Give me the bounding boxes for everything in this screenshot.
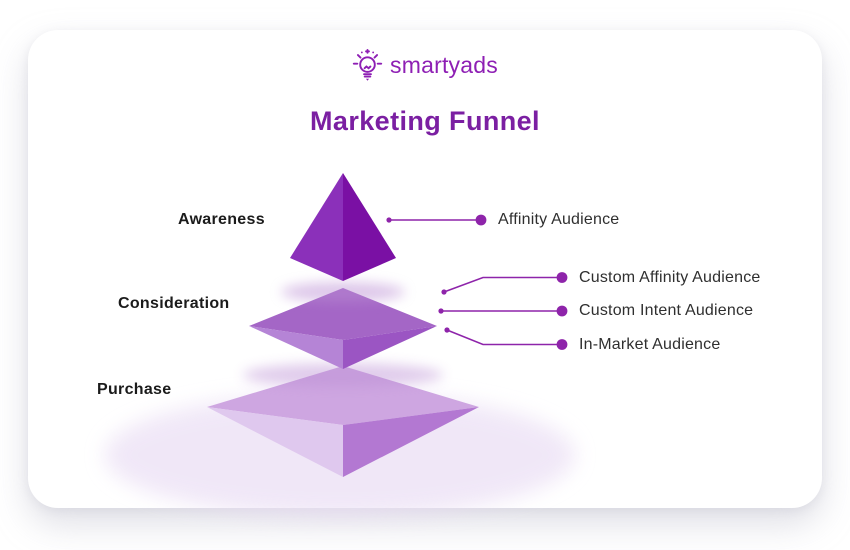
audience-label-custom-affinity: Custom Affinity Audience — [579, 269, 761, 286]
connector-line — [446, 329, 562, 346]
tier2-top-face — [249, 288, 437, 340]
connector-dot — [438, 308, 444, 314]
logo-text: smartyads — [390, 52, 498, 78]
stage-label-consideration: Consideration — [118, 295, 230, 312]
tier2-left-face — [249, 326, 343, 369]
tier3-top-face — [207, 366, 479, 425]
tier3-left-face — [207, 407, 343, 477]
tier1-right-face — [343, 173, 396, 281]
stage-label-awareness: Awareness — [178, 211, 265, 228]
connector-dot — [386, 217, 392, 223]
connector-dot — [444, 327, 450, 333]
lightbulb-icon — [352, 49, 383, 81]
audience-label-in-market: In-Market Audience — [579, 336, 721, 353]
stage-label-purchase: Purchase — [97, 381, 172, 398]
tier2-shadow — [243, 363, 443, 387]
connector-dot — [475, 214, 487, 226]
audience-label-custom-intent: Custom Intent Audience — [579, 302, 754, 319]
connector-dot — [556, 272, 568, 283]
tier1-left-face — [290, 173, 343, 281]
connector-dot — [556, 339, 568, 350]
tier1-shadow — [281, 282, 405, 302]
tier2-right-face — [343, 326, 437, 369]
connector-dot — [556, 305, 568, 317]
connector-dot — [441, 289, 447, 295]
audience-label-affinity: Affinity Audience — [498, 211, 620, 228]
logo: smartyads — [0, 48, 850, 83]
page-title: Marketing Funnel — [310, 106, 540, 136]
connector-line — [443, 276, 562, 293]
tier3-right-face — [343, 407, 479, 477]
